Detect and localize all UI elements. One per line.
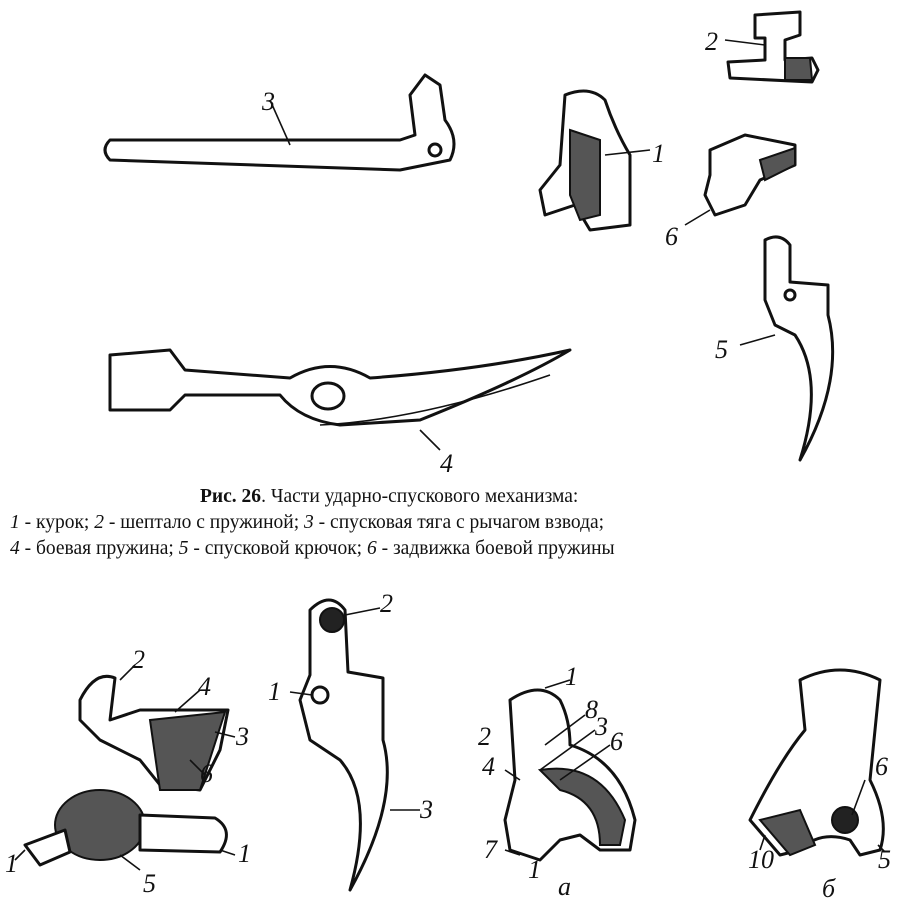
- label-g1: 2: [132, 645, 145, 674]
- label-g1: 5: [143, 869, 156, 898]
- trigger-part: [739, 235, 835, 462]
- legend-text: - шептало с пружиной;: [103, 512, 305, 533]
- label-g3: 2: [478, 722, 491, 751]
- label-g1: 1: [238, 839, 251, 868]
- hammer-part: [538, 89, 651, 232]
- hammer-view-b-figure: [748, 668, 886, 857]
- label-view-b: б: [822, 874, 836, 900]
- label-hammer: 1: [652, 139, 665, 168]
- label-g1: 6: [200, 759, 213, 788]
- sear-assembly-figure: [14, 664, 236, 871]
- label-g4: 5: [878, 845, 891, 874]
- label-latch: 6: [665, 222, 678, 251]
- label-g2: 1: [268, 677, 281, 706]
- legend-text: - задвижка боевой пружины: [376, 538, 615, 559]
- trigger-detail-figure: [289, 598, 420, 892]
- label-g4: 10: [748, 845, 774, 874]
- legend-text: - спусковой крючок;: [188, 538, 367, 559]
- caption-fig-number: Рис. 26: [200, 486, 262, 507]
- label-view-a: а: [558, 872, 571, 900]
- hammer-view-a-figure: [503, 679, 637, 862]
- label-sear: 2: [705, 27, 718, 56]
- label-g3: 6: [610, 727, 623, 756]
- caption-legend-line-1: 1 - курок; 2 - шептало с пружиной; 3 - с…: [0, 510, 900, 536]
- label-g3: 8: [585, 695, 598, 724]
- legend-text: - спусковая тяга с рычагом взвода;: [313, 512, 605, 533]
- label-trigger: 5: [715, 335, 728, 364]
- mainspring-part: [108, 348, 572, 451]
- legend-num: 5: [178, 538, 189, 559]
- legend-num: 3: [304, 512, 314, 533]
- label-g1: 3: [235, 722, 249, 751]
- legend-num: 6: [366, 538, 377, 559]
- legend-text: - курок;: [19, 512, 95, 533]
- label-g4: 6: [875, 752, 888, 781]
- sear-part: [724, 10, 820, 84]
- legend-text: - боевая пружина;: [19, 538, 179, 559]
- label-g3: 7: [484, 835, 498, 864]
- label-mainspring: 4: [440, 449, 453, 478]
- label-trigger-bar: 3: [261, 87, 275, 116]
- caption-title-text: . Части ударно-спускового механизма:: [261, 486, 579, 507]
- figure-caption: Рис. 26. Части ударно-спускового механиз…: [0, 484, 900, 562]
- label-g3: 4: [482, 752, 495, 781]
- label-g2: 2: [380, 589, 393, 618]
- trigger-bar-part: [103, 73, 456, 172]
- caption-title: Рис. 26. Части ударно-спускового механиз…: [0, 484, 900, 510]
- mainspring-latch-part: [684, 133, 797, 226]
- legend-num: 4: [10, 538, 20, 559]
- label-g1: 1: [5, 849, 18, 878]
- label-g1: 4: [198, 672, 211, 701]
- label-g2: 3: [419, 795, 433, 824]
- legend-num: 2: [94, 512, 104, 533]
- caption-legend-line-2: 4 - боевая пружина; 5 - спусковой крючок…: [0, 536, 900, 562]
- label-g3: 1: [565, 662, 578, 691]
- label-g3: 3: [594, 712, 608, 741]
- legend-num: 1: [10, 512, 20, 533]
- label-g3: 1: [528, 855, 541, 884]
